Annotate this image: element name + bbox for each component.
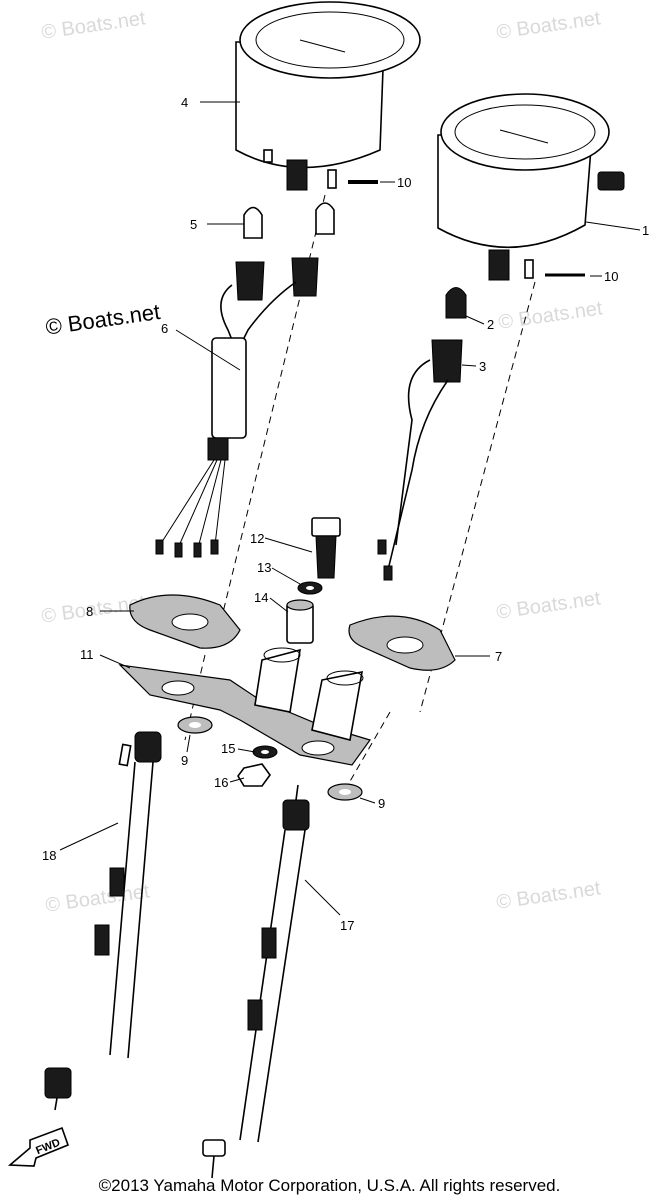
copyright-notice: ©2013 Yamaha Motor Corporation, U.S.A. A… xyxy=(98,1176,561,1195)
gauge-right-speedometer[interactable] xyxy=(437,93,625,281)
callout-7: 7 xyxy=(495,649,502,664)
bolt-12[interactable] xyxy=(311,517,341,579)
callout-6: 6 xyxy=(161,321,168,336)
callout-9-right: 9 xyxy=(378,796,385,811)
grommet-9-left[interactable] xyxy=(177,716,213,734)
bulb-2[interactable] xyxy=(445,287,467,319)
nut-16[interactable] xyxy=(237,763,271,787)
callout-10-right: 10 xyxy=(604,269,618,284)
callout-14: 14 xyxy=(254,590,268,605)
bracket-11-main[interactable] xyxy=(118,647,371,766)
callout-18: 18 xyxy=(42,848,56,863)
callout-9-left: 9 xyxy=(181,753,188,768)
callout-5: 5 xyxy=(190,217,197,232)
callout-17: 17 xyxy=(340,918,354,933)
socket-harness-6[interactable] xyxy=(155,257,319,558)
callout-1: 1 xyxy=(642,223,649,238)
spacer-14[interactable] xyxy=(286,599,314,644)
grommet-9-right[interactable] xyxy=(327,783,363,801)
callout-16: 16 xyxy=(214,775,228,790)
callout-13: 13 xyxy=(257,560,271,575)
callout-12: 12 xyxy=(250,531,264,546)
part-callouts: 4 5 6 10 10 1 2 3 12 13 14 8 7 11 9 15 1… xyxy=(42,95,649,933)
callout-10-left: 10 xyxy=(397,175,411,190)
socket-3[interactable] xyxy=(377,339,463,581)
forward-arrow: FWD xyxy=(7,1126,70,1167)
callout-8: 8 xyxy=(86,604,93,619)
bulb-5-left[interactable] xyxy=(243,206,263,239)
bulb-5-right[interactable] xyxy=(315,202,335,235)
washer-13[interactable] xyxy=(297,581,323,595)
callout-3: 3 xyxy=(479,359,486,374)
callout-2: 2 xyxy=(487,317,494,332)
leader-lines xyxy=(59,101,641,916)
callout-4: 4 xyxy=(181,95,188,110)
bracket-7-right[interactable] xyxy=(348,615,456,671)
gauge-left-tachometer[interactable] xyxy=(235,1,421,191)
callout-11: 11 xyxy=(80,647,94,662)
bracket-8-left[interactable] xyxy=(129,594,241,649)
callout-15: 15 xyxy=(221,741,235,756)
cable-18-tachometer[interactable] xyxy=(44,731,162,1111)
washer-15[interactable] xyxy=(252,745,278,759)
cable-17-speedometer[interactable] xyxy=(202,784,310,1179)
